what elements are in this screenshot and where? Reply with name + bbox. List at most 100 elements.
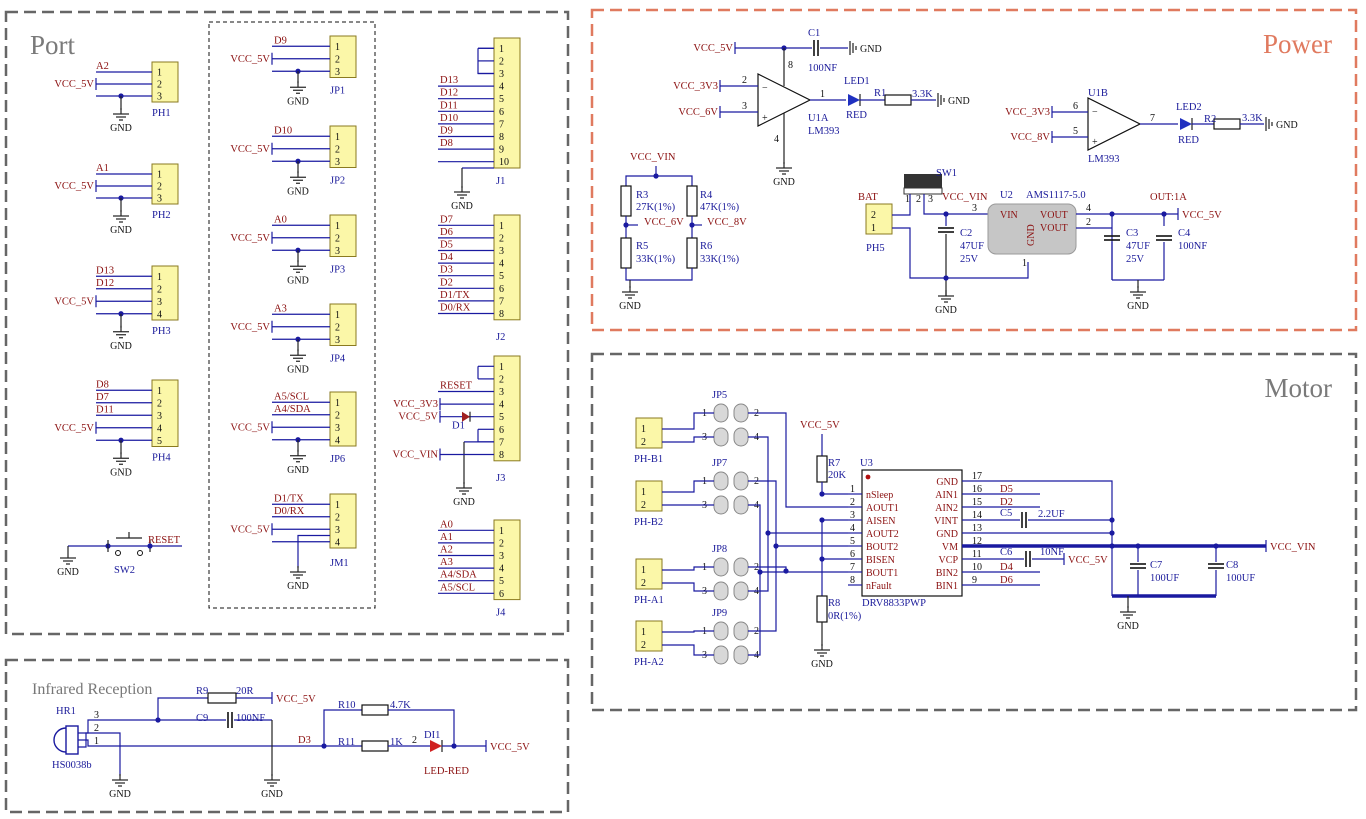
net-label: D6	[1000, 575, 1013, 586]
diode-d1	[462, 411, 470, 422]
jumper-pad	[713, 427, 729, 447]
pin-name: AIN1	[935, 490, 958, 501]
value-label: 3.3K	[1242, 113, 1263, 124]
pin-number: 2	[499, 56, 504, 67]
pin-name: VM	[942, 542, 958, 553]
led-di1	[430, 740, 442, 752]
net-label: D9	[440, 126, 453, 137]
header-body	[329, 303, 357, 346]
pin-name: BIN2	[936, 568, 958, 579]
pin-number: 3	[972, 203, 977, 214]
header-body	[635, 480, 663, 512]
net-label: A4/SDA	[274, 404, 311, 415]
pin-number: 6	[1073, 101, 1078, 112]
pin-number: 1	[335, 310, 340, 321]
pin-name: nSleep	[866, 490, 893, 501]
wire	[662, 566, 714, 571]
pin-name: nFault	[866, 581, 892, 592]
header-body	[329, 214, 357, 257]
pin-number: 1	[1022, 258, 1027, 269]
pin-number: 10	[972, 562, 982, 573]
pin-number: 4	[499, 82, 504, 93]
ref-label: JP9	[712, 608, 727, 619]
gnd-label: GND	[110, 123, 132, 134]
pin-number: 5	[1073, 126, 1078, 137]
ref-label: C9	[196, 713, 208, 724]
pin-number: 1	[94, 736, 99, 747]
pin-number: 2	[412, 735, 417, 746]
pin-number: 7	[499, 119, 504, 130]
jumper-pad	[713, 645, 729, 665]
switch-sw1-body	[904, 174, 942, 188]
net-label: D8	[440, 138, 453, 149]
header-ph-a2: PH-A2	[634, 657, 664, 668]
net-label: A5/SCL	[274, 391, 309, 402]
pin-name: BOUT2	[866, 542, 898, 553]
gnd-label: GND	[619, 301, 641, 312]
net-label: A1	[96, 163, 109, 174]
pin-number: 3	[335, 246, 340, 257]
opamp-minus: −	[1092, 107, 1098, 118]
pin-number: 5	[499, 576, 504, 587]
header-body	[493, 214, 521, 321]
net-label: VCC_5V	[54, 296, 94, 307]
gnd-label: GND	[287, 186, 309, 197]
pin-number: 3	[928, 194, 933, 205]
net-label: D12	[96, 278, 114, 289]
gnd-label: GND	[1276, 120, 1298, 131]
net-label: A0	[440, 519, 453, 530]
junction-dot	[943, 275, 949, 281]
part-label: HS0038b	[52, 760, 92, 771]
header-jp4: JP4	[330, 354, 346, 365]
pin-number: 3	[742, 101, 747, 112]
pin-number: 2	[499, 538, 504, 549]
opamp-plus: +	[1092, 137, 1098, 148]
pin-number: 2	[157, 79, 162, 90]
pin-number: 2	[335, 144, 340, 155]
net-label: VCC_3V3	[393, 399, 438, 410]
pin-number: 10	[499, 157, 509, 168]
net-label: D5	[440, 240, 453, 251]
ref-label: R7	[828, 458, 840, 469]
pin-number: 1	[157, 386, 162, 397]
net-label: A0	[274, 214, 287, 225]
net-label: VCC_5V	[230, 144, 270, 155]
pin-number: 8	[850, 575, 855, 586]
gnd-label: GND	[451, 201, 473, 212]
header-ph5: PH5	[866, 243, 885, 254]
gnd-label: GND	[287, 364, 309, 375]
pin-number: 1	[335, 221, 340, 232]
pin-number: 7	[499, 437, 504, 448]
resistor-r10	[361, 704, 389, 716]
opamp-plus: +	[762, 113, 768, 124]
junction-dot	[1161, 211, 1167, 217]
pin-number: 3	[335, 67, 340, 78]
pin-number: 1	[499, 44, 504, 55]
pin-number: 7	[850, 562, 855, 573]
part-label: LM393	[1088, 154, 1120, 165]
pin-number: 1	[335, 132, 340, 143]
jumper-pad	[713, 621, 729, 641]
ref-label: C2	[960, 228, 972, 239]
ref-label: C4	[1178, 228, 1191, 239]
net-label: D1/TX	[440, 290, 470, 301]
ref-label: R3	[636, 190, 648, 201]
value-label: 33K(1%)	[700, 254, 740, 265]
gnd-label: GND	[1117, 621, 1139, 632]
pin-number: 3	[94, 710, 99, 721]
jumper-pad	[733, 495, 749, 515]
gnd-label: GND	[860, 44, 882, 55]
net-label: VCC_5V	[398, 412, 438, 423]
pin-number: 2	[871, 210, 876, 221]
pin-number: 2	[641, 578, 646, 589]
pin-number: 2	[157, 181, 162, 192]
wire	[662, 412, 714, 430]
ref-label: R8	[828, 598, 840, 609]
gnd-label: GND	[110, 467, 132, 478]
junction-dot	[819, 556, 825, 562]
pin-number: 17	[972, 471, 982, 482]
junction-dot	[1109, 517, 1115, 523]
gnd-label: GND	[57, 567, 79, 578]
gnd-label: GND	[109, 789, 131, 800]
